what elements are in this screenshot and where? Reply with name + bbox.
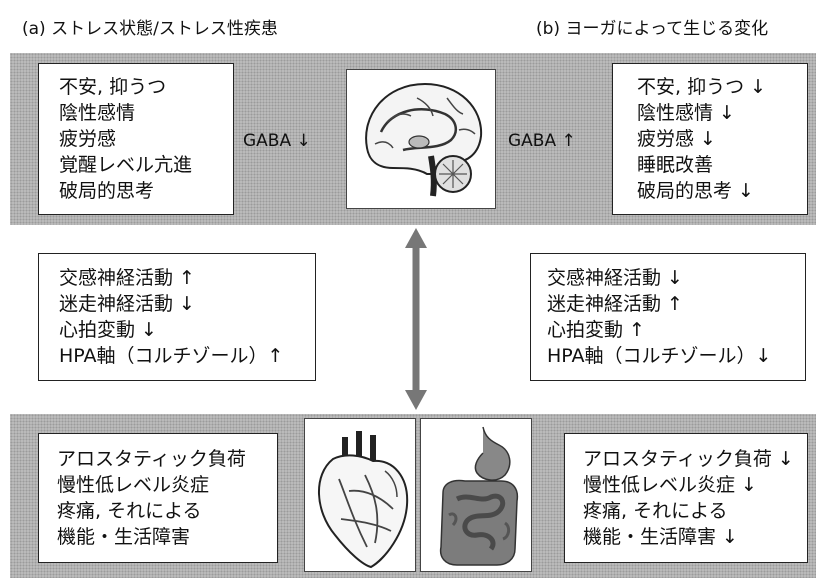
brain-illustration <box>346 69 496 209</box>
header-stress-state: (a) ストレス状態/ストレス性疾患 <box>22 19 278 39</box>
top-right-item: 不安, 抑うつ ↓ <box>637 76 767 98</box>
middle-right-item: 交感神経活動 ↓ <box>547 267 683 289</box>
top-right-box: 不安, 抑うつ ↓ 陰性感情 ↓ 疲労感 ↓ 睡眠改善 破局的思考 ↓ <box>612 63 808 215</box>
bottom-left-item: アロスタティック負荷 <box>57 448 246 470</box>
middle-right-box: 交感神経活動 ↓ 迷走神経活動 ↑ 心拍変動 ↑ HPA軸（コルチゾール）↓ <box>530 253 806 381</box>
middle-right-item: 迷走神経活動 ↑ <box>547 293 683 315</box>
top-left-item: 疲労感 <box>59 128 117 150</box>
bottom-left-box: アロスタティック負荷 慢性低レベル炎症 疼痛, それによる 機能・生活障害 <box>38 433 278 563</box>
bottom-left-item: 機能・生活障害 <box>57 526 191 548</box>
bottom-right-item: 機能・生活障害 ↓ <box>583 526 738 548</box>
bottom-right-item: アロスタティック負荷 ↓ <box>583 448 794 470</box>
heart-illustration <box>304 418 416 572</box>
bottom-right-item: 疼痛, それによる <box>583 500 728 522</box>
bottom-right-box: アロスタティック負荷 ↓ 慢性低レベル炎症 ↓ 疼痛, それによる 機能・生活障… <box>564 433 808 563</box>
header-yoga-changes: (b) ヨーガによって生じる変化 <box>536 19 769 39</box>
top-right-item: 疲労感 ↓ <box>637 128 716 150</box>
bottom-left-item: 疼痛, それによる <box>57 500 202 522</box>
middle-left-item: 心拍変動 ↓ <box>59 319 157 341</box>
top-left-item: 覚醒レベル亢進 <box>59 154 193 176</box>
middle-left-box: 交感神経活動 ↑ 迷走神経活動 ↓ 心拍変動 ↓ HPA軸（コルチゾール）↑ <box>38 253 316 381</box>
middle-left-item: 迷走神経活動 ↓ <box>59 293 195 315</box>
top-left-item: 破局的思考 <box>59 180 155 202</box>
bottom-right-item: 慢性低レベル炎症 ↓ <box>583 474 757 496</box>
middle-left-item: 交感神経活動 ↑ <box>59 267 195 289</box>
top-right-item: 陰性感情 ↓ <box>637 102 735 124</box>
top-right-item: 睡眠改善 <box>637 154 714 176</box>
double-arrow-icon <box>405 228 427 410</box>
top-left-item: 陰性感情 <box>59 102 136 124</box>
heart-icon <box>318 431 409 569</box>
digestive-tract-icon <box>439 426 519 566</box>
top-left-item: 不安, 抑うつ <box>59 76 167 98</box>
middle-right-item: HPA軸（コルチゾール）↓ <box>547 345 772 367</box>
top-right-item: 破局的思考 ↓ <box>637 180 754 202</box>
gaba-down-label: GABA ↓ <box>243 131 311 151</box>
middle-right-item: 心拍変動 ↑ <box>547 319 645 341</box>
bottom-left-item: 慢性低レベル炎症 <box>57 474 210 496</box>
gaba-up-label: GABA ↑ <box>508 131 576 151</box>
middle-left-item: HPA軸（コルチゾール）↑ <box>59 345 284 367</box>
brain-icon <box>365 82 483 197</box>
top-left-box: 不安, 抑うつ 陰性感情 疲労感 覚醒レベル亢進 破局的思考 <box>38 63 234 215</box>
digestive-illustration <box>420 418 532 572</box>
